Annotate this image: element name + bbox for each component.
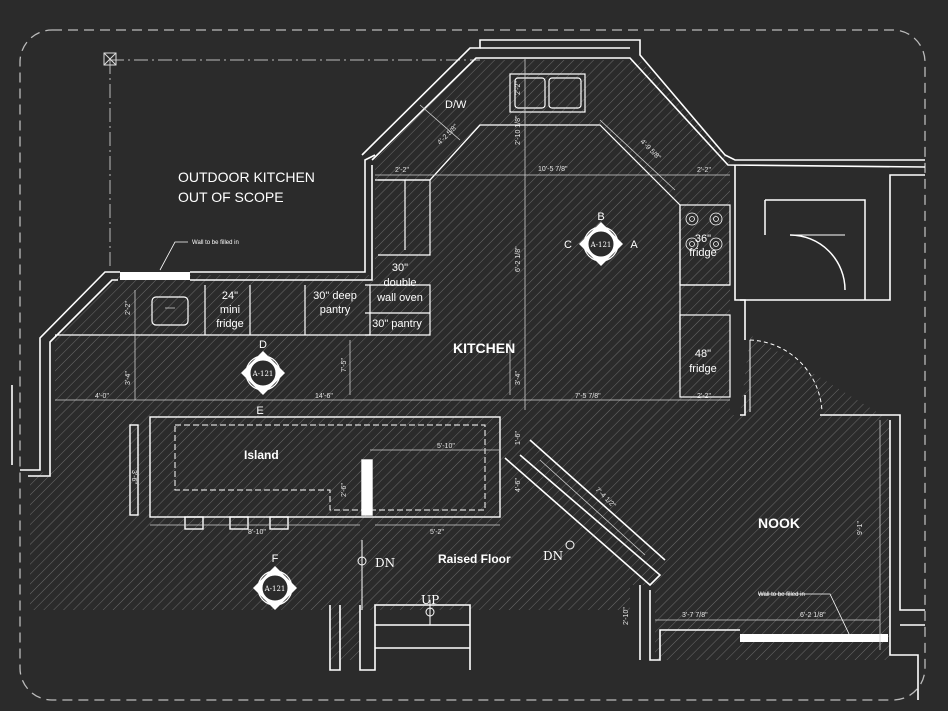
property-boundary xyxy=(19,29,926,701)
dim-text: 7'-5 7/8" xyxy=(575,393,601,400)
dim-text: 2'-2" xyxy=(515,81,522,95)
dim-text: 9'-1" xyxy=(857,521,864,535)
section-marker-f xyxy=(253,566,297,610)
fridge48-label-1: 48" xyxy=(695,348,711,360)
dn-label-2: DN xyxy=(543,549,563,563)
walls xyxy=(11,39,926,700)
marker-a-letter: A xyxy=(630,239,638,251)
wall-to-fill-top xyxy=(120,272,190,280)
dim-text: 10'-5 7/8" xyxy=(538,166,568,173)
dim-text: 5'-10" xyxy=(437,443,455,450)
up-label: UP xyxy=(421,593,439,607)
dishwasher-label: D/W xyxy=(445,99,467,111)
oven-label-2: double xyxy=(383,277,416,289)
dim-text: 2'-2" xyxy=(395,167,409,174)
dim-text: 3'-6" xyxy=(130,470,137,484)
marker-f-sheet: A-121 xyxy=(264,585,286,593)
marker-d-sheet: A-121 xyxy=(252,370,274,378)
dim-text: 1'-6" xyxy=(515,431,522,445)
nook-label: NOOK xyxy=(758,515,800,531)
section-marker-b xyxy=(579,222,623,266)
wall-to-fill-bottom xyxy=(740,634,888,642)
fridge36-label-1: 36" xyxy=(695,233,711,245)
dim-text: 4'-0" xyxy=(95,393,109,400)
marker-c-letter: C xyxy=(564,239,572,251)
dim-text: 14'-6" xyxy=(315,393,333,400)
island-label: Island xyxy=(244,448,279,462)
raised-floor-label: Raised Floor xyxy=(438,552,511,566)
wall-note-top: Wall to be filled in xyxy=(192,240,239,246)
dn-label-1: DN xyxy=(375,556,395,570)
marker-b-sheet: A-121 xyxy=(590,241,612,249)
outdoor-kitchen-label: OUTDOOR KITCHEN xyxy=(178,169,315,185)
dim-text: 2'-10 1/8" xyxy=(515,115,522,145)
fridge48-label-2: fridge xyxy=(689,363,717,375)
stair-markers xyxy=(357,540,575,625)
note-leaders xyxy=(159,241,851,637)
pantry-label: 30" pantry xyxy=(372,318,422,330)
wall-note-bottom: Wall to be filled in xyxy=(758,592,805,598)
adjacent-room xyxy=(749,199,866,413)
marker-d-letter: D xyxy=(259,339,267,351)
mini-fridge-label-3: fridge xyxy=(216,318,244,330)
marker-e-letter: E xyxy=(256,405,263,417)
kitchen-label: KITCHEN xyxy=(453,340,515,356)
dim-text: 7'-5" xyxy=(341,358,348,372)
dim-text: 2'-6" xyxy=(341,483,348,497)
cabinetry xyxy=(55,73,731,398)
deep-pantry-label-1: 30" deep xyxy=(313,290,357,302)
dim-text: 6'-2 1/8" xyxy=(800,612,826,619)
fridge36-label-2: fridge xyxy=(689,247,717,259)
cooktop xyxy=(685,212,723,251)
dim-text: 2'-2" xyxy=(697,167,711,174)
dim-text: 3'-4" xyxy=(515,371,522,385)
dim-text: 5'-2" xyxy=(430,529,444,536)
dim-text: 2'-2" xyxy=(125,301,132,315)
island xyxy=(129,416,501,530)
dim-text: 2'-10" xyxy=(623,607,630,625)
dim-text: 4'-6" xyxy=(515,478,522,492)
marker-f-letter: F xyxy=(272,553,279,565)
oven-label-3: wall oven xyxy=(376,292,423,304)
mini-fridge-label-1: 24" xyxy=(222,290,238,302)
dim-text: 3'-7 7/8" xyxy=(682,612,708,619)
column-marker xyxy=(103,52,117,66)
out-of-scope-label: OUT OF SCOPE xyxy=(178,189,284,205)
mini-fridge-label-2: mini xyxy=(220,304,240,316)
floor-hatch xyxy=(30,60,890,660)
dim-text: 6'-2 1/8" xyxy=(515,246,522,272)
marker-b-letter: B xyxy=(597,211,604,223)
dim-text: 8'-10" xyxy=(248,529,266,536)
dim-text: 2'-2" xyxy=(697,393,711,400)
section-marker-d xyxy=(241,351,285,395)
dimension-lines xyxy=(55,58,881,650)
oven-label-1: 30" xyxy=(392,262,408,274)
deep-pantry-label-2: pantry xyxy=(320,304,351,316)
dim-text: 3'-4" xyxy=(125,371,132,385)
